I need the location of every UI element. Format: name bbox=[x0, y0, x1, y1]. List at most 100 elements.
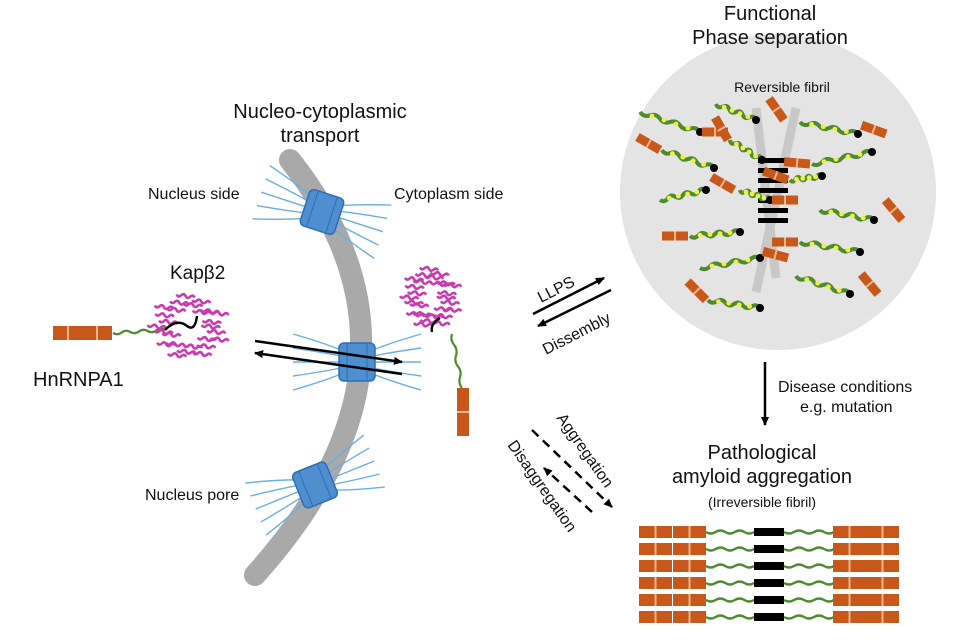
hnrnpa1-chain bbox=[638, 110, 728, 137]
rrm-domain-right-outer bbox=[866, 526, 899, 538]
pore-ring bbox=[298, 470, 314, 507]
rrm-seam bbox=[688, 560, 691, 572]
pore-filament bbox=[331, 473, 380, 486]
nls-segment bbox=[702, 186, 710, 194]
sticker-bead bbox=[680, 154, 686, 160]
import-arrow bbox=[254, 339, 403, 365]
rrm-seam bbox=[654, 543, 657, 555]
rrm-domain bbox=[711, 115, 732, 143]
rrm-seam bbox=[717, 125, 726, 132]
nls-segment bbox=[430, 316, 441, 333]
pore-filament bbox=[245, 479, 296, 484]
export-arrow bbox=[254, 350, 403, 376]
fibril-core-strand bbox=[758, 158, 788, 163]
kap-helix bbox=[409, 301, 430, 309]
idr-right bbox=[783, 580, 835, 586]
rrm-domain bbox=[881, 197, 906, 223]
sticker-bead bbox=[661, 117, 667, 123]
kap-helix bbox=[166, 352, 188, 359]
sticker-bead bbox=[809, 122, 814, 127]
idr-left bbox=[705, 546, 755, 552]
pore-filament bbox=[292, 367, 342, 377]
rrm-seam bbox=[688, 577, 691, 589]
nls-segment bbox=[854, 130, 862, 138]
sticker-bead bbox=[727, 230, 733, 236]
nls-segment bbox=[752, 116, 760, 124]
rrm-domain-left-inner bbox=[673, 543, 706, 555]
nls-segment bbox=[856, 248, 864, 256]
cytoplasm-side-label: Cytoplasm side bbox=[394, 186, 503, 203]
kap-helix bbox=[442, 282, 463, 289]
pathological-title-line2: amyloid aggregation bbox=[672, 466, 852, 488]
rrm-seam bbox=[881, 611, 884, 623]
rrm-domain bbox=[702, 127, 728, 137]
rrm-seam bbox=[719, 179, 726, 188]
rrm-domain-left-inner bbox=[673, 526, 706, 538]
idr-right bbox=[783, 614, 835, 620]
sticker-bead bbox=[794, 176, 799, 182]
sticker-bead bbox=[857, 152, 863, 157]
fibril-core-strand bbox=[754, 596, 784, 604]
disease-label-line2: e.g. mutation bbox=[800, 399, 893, 416]
kap-protein bbox=[146, 292, 230, 359]
kap-helix bbox=[433, 306, 454, 313]
sticker-bead bbox=[743, 189, 749, 195]
pore-filament bbox=[292, 333, 342, 351]
rrm-seam bbox=[881, 560, 884, 572]
hnrnpa1-chain bbox=[772, 237, 864, 256]
nls-segment bbox=[818, 172, 826, 180]
sticker-bead bbox=[832, 126, 838, 132]
kap-helix bbox=[405, 310, 426, 318]
sticker-bead bbox=[745, 114, 751, 120]
rrm-domain-right-outer bbox=[866, 543, 899, 555]
sticker-bead bbox=[845, 247, 851, 253]
idr-tail bbox=[112, 327, 166, 336]
rrm-seam bbox=[848, 611, 851, 623]
pore-filament bbox=[260, 495, 303, 523]
rrm-domain-right-outer bbox=[866, 577, 899, 589]
functional-title-line2: Phase separation bbox=[692, 27, 848, 49]
nls-segment bbox=[756, 254, 764, 262]
rrm-seam bbox=[645, 139, 652, 148]
pore-filament bbox=[292, 347, 342, 357]
sticker-bead bbox=[821, 243, 827, 249]
hnrnpa1-chain bbox=[798, 120, 888, 139]
fibril-core-strand bbox=[754, 579, 784, 587]
rrm-seam bbox=[784, 237, 786, 247]
hnrnpa1-chain bbox=[738, 188, 798, 205]
kap-helix bbox=[413, 321, 434, 328]
sticker-bead bbox=[690, 158, 696, 164]
sticker-bead bbox=[707, 232, 713, 237]
pore-core bbox=[299, 188, 345, 236]
rrm-seam bbox=[871, 124, 877, 135]
rrm-domain-left-outer bbox=[639, 560, 672, 572]
sticker-bead bbox=[800, 176, 806, 181]
rrm-domain bbox=[783, 157, 811, 169]
llps-arrow bbox=[532, 276, 605, 316]
pore-filament bbox=[372, 347, 422, 357]
rrm-domain-left-outer bbox=[639, 577, 672, 589]
rrm-domain-right-outer bbox=[866, 594, 899, 606]
fibril-core-strand bbox=[758, 188, 788, 193]
sticker-bead bbox=[721, 261, 727, 267]
sticker-bead bbox=[747, 304, 752, 309]
hnrnpa1-chain bbox=[699, 246, 790, 272]
pore-ring bbox=[316, 463, 332, 500]
idr-left bbox=[705, 597, 755, 603]
rrm-domain-left-outer bbox=[639, 594, 672, 606]
nls-segment bbox=[846, 290, 854, 298]
kap-helix bbox=[404, 283, 425, 291]
kap-helix bbox=[166, 306, 187, 314]
rrm-seam bbox=[714, 127, 716, 137]
rrm-seam bbox=[848, 543, 851, 555]
pore-filament bbox=[372, 333, 422, 351]
hnrnpa1-kap-complex-cytoplasm bbox=[399, 265, 469, 436]
kap-helix bbox=[399, 294, 420, 301]
sticker-bead bbox=[844, 129, 849, 135]
rrm-domain bbox=[772, 237, 798, 247]
rrm-domain-right-outer bbox=[866, 611, 899, 623]
sticker-bead bbox=[716, 299, 721, 304]
sticker-bead bbox=[694, 189, 700, 195]
amyloid-fibril bbox=[639, 526, 899, 623]
